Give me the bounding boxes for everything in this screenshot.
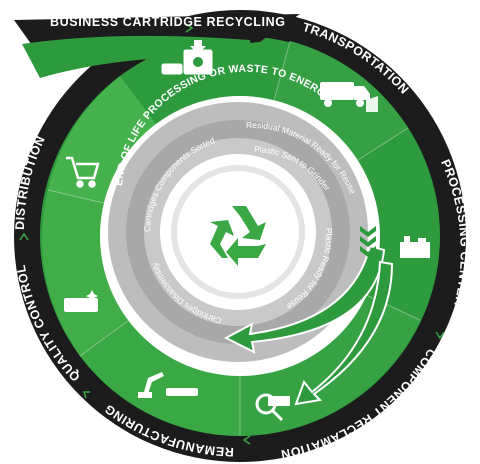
shopping-cart-icon bbox=[66, 156, 100, 188]
return-arrow-lower bbox=[294, 260, 394, 406]
sparkling-cartridge-icon bbox=[64, 290, 98, 312]
robot-arm-icon bbox=[138, 372, 198, 398]
recycle-icon bbox=[210, 206, 266, 266]
factory-icon bbox=[400, 236, 430, 258]
diagram-title: BUSINESS CARTRIDGE RECYCLING bbox=[50, 15, 286, 29]
ring-direction-chevrons bbox=[19, 23, 445, 445]
truck-icon bbox=[320, 82, 378, 112]
segment-dividers bbox=[47, 40, 421, 436]
center-disc bbox=[171, 165, 305, 299]
recycle-bin-icon bbox=[161, 40, 213, 75]
magnifier-icon bbox=[255, 393, 290, 422]
chevron-arrows-icon bbox=[360, 226, 376, 257]
